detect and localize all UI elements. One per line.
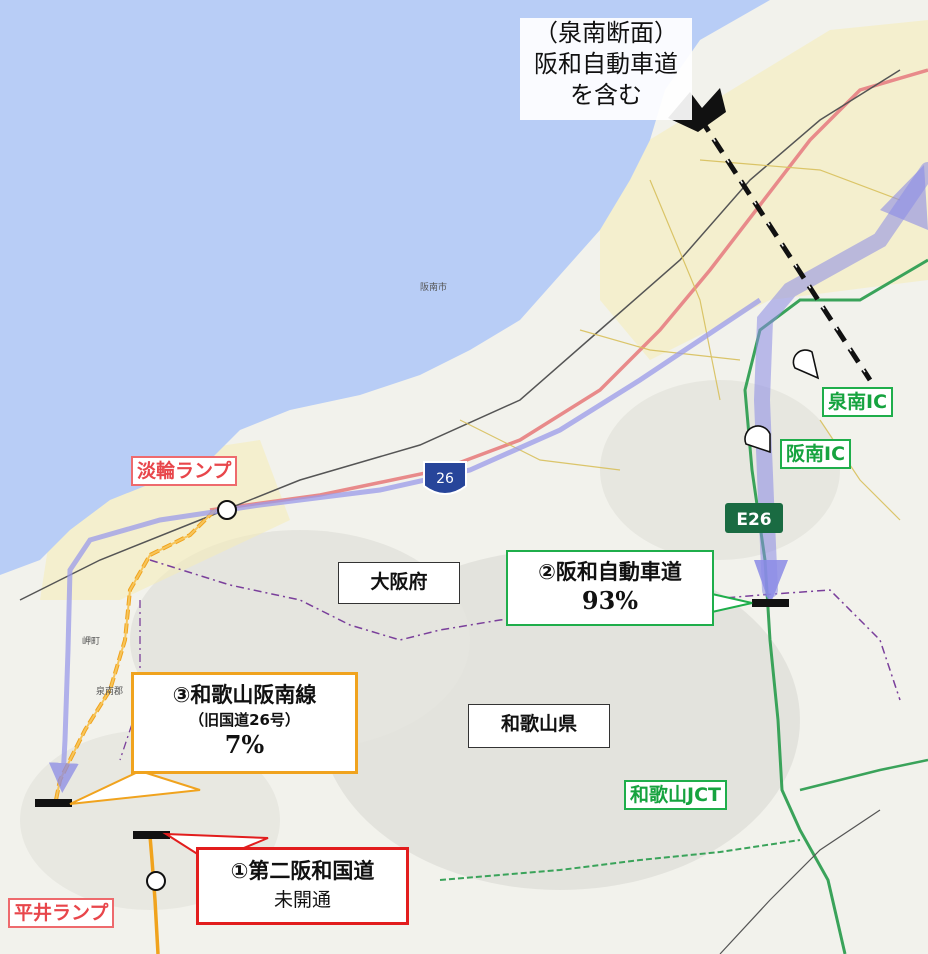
wakayama-hannan-callout: ③和歌山阪南線 （旧国道26号） 7%	[131, 672, 358, 774]
old-route-section-bar	[35, 799, 72, 807]
sennan-gun-label: 泉南郡	[96, 687, 124, 697]
section-label: （泉南断面） 阪和自動車道 を含む	[520, 18, 692, 120]
wakayama-hannan-share: 7%	[224, 730, 265, 759]
railway-line	[19, 69, 901, 601]
section-arrow	[668, 88, 726, 132]
tannowa-ramp-point[interactable]	[217, 500, 237, 520]
osaka-prefecture-label: 大阪府	[338, 562, 460, 604]
hanwa-expressway-title: ②阪和自動車道	[538, 560, 682, 584]
hirai-ramp-label: 平井ランプ	[8, 898, 115, 928]
sennan-ic-symbol	[792, 349, 820, 380]
hannan-ic-label: 阪南IC	[780, 439, 852, 469]
wakayama-jct-label: 和歌山JCT	[624, 780, 727, 810]
route-26-shield: 26	[423, 461, 467, 495]
wakayama-prefecture-label: 和歌山県	[468, 704, 610, 748]
sea	[0, 0, 770, 575]
hanwa-expressway-share: 93%	[581, 586, 639, 615]
sennan-ic-label: 泉南IC	[822, 387, 894, 417]
misaki-town-label: 岬町	[82, 637, 101, 647]
hanwa-expressway-callout: ②阪和自動車道 93%	[506, 550, 714, 626]
second-hanwa-status: 未開通	[273, 889, 331, 911]
wakayama-hannan-title: ③和歌山阪南線	[172, 683, 317, 707]
tannowa-ramp-label: 淡輪ランプ	[131, 456, 238, 486]
second-hanwa-section-bar	[133, 831, 170, 839]
expressway-flow-arrow	[753, 162, 928, 598]
route-26-number: 26	[436, 471, 454, 487]
prefecture-border	[149, 559, 901, 701]
route-26-flow-arrow	[48, 297, 762, 793]
e26-number: E26	[736, 510, 771, 530]
route-26-line	[209, 68, 928, 512]
second-hanwa-callout: ①第二阪和国道 未開通	[196, 847, 409, 925]
hanwa-expressway-section-bar	[752, 599, 789, 607]
wakayama-hannan-subtitle: （旧国道26号）	[189, 711, 300, 729]
second-hanwa-title: ①第二阪和国道	[230, 859, 375, 883]
e26-shield: E26	[725, 503, 783, 533]
hirai-ramp-point[interactable]	[146, 871, 166, 891]
hannan-ic-symbol	[744, 425, 771, 454]
hannan-city-label: 阪南市	[420, 283, 448, 293]
